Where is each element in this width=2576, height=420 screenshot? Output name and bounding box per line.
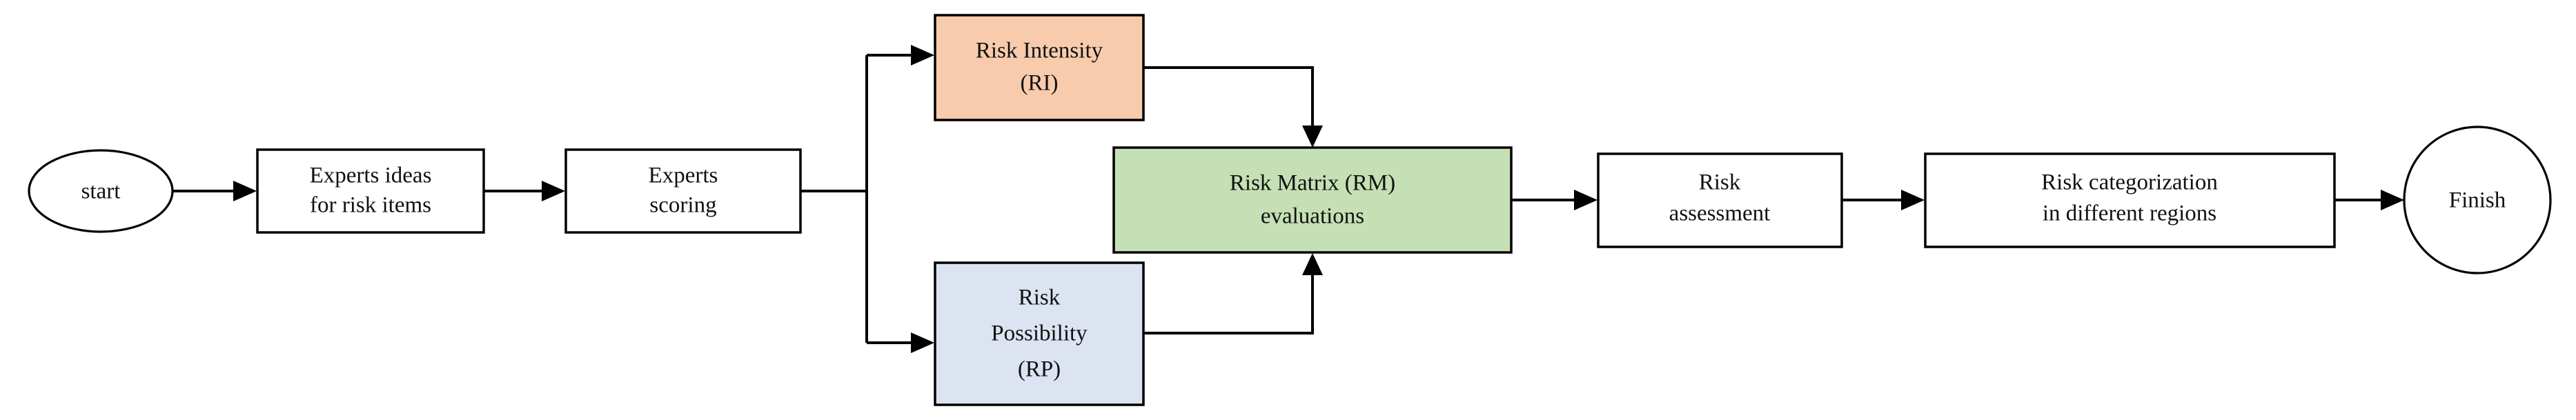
edge-risk-possibility-to-risk-matrix [1143, 253, 1323, 334]
arrowhead-icon [1302, 253, 1323, 275]
edge-experts-scoring-to-risk-intensity [867, 45, 934, 66]
node-finish[interactable]: Finish [2403, 126, 2552, 274]
arrowhead-icon [233, 181, 257, 201]
risk-possibility-box[interactable] [934, 261, 1145, 406]
risk-intensity-box[interactable] [934, 14, 1145, 121]
node-risk-categorization[interactable]: Risk categorization in different regions [1924, 152, 2336, 248]
start-circle[interactable] [28, 149, 174, 233]
node-risk-intensity[interactable]: Risk Intensity (RI) [934, 14, 1145, 121]
start-label: start [81, 179, 121, 204]
experts-ideas-box[interactable] [256, 148, 485, 234]
arrowhead-icon [1302, 126, 1323, 148]
edge-experts-scoring-branch [800, 55, 868, 343]
experts-ideas-label-line1: Experts ideas [310, 163, 432, 188]
finish-label: Finish [2449, 188, 2506, 213]
arrowhead-icon [1574, 190, 1597, 210]
arrowhead-icon [911, 332, 934, 353]
arrowhead-icon [2381, 190, 2404, 210]
node-risk-possibility[interactable]: Risk Possibility (RP) [934, 261, 1145, 406]
risk-matrix-label-line1: Risk Matrix (RM) [1230, 171, 1395, 196]
risk-possibility-label-line2: Possibility [991, 321, 1088, 346]
edge-risk-categorization-to-finish [2334, 190, 2404, 210]
arrowhead-icon [542, 181, 565, 201]
experts-ideas-label-line2: for risk items [310, 193, 431, 218]
risk-assessment-label-line1: Risk [1699, 170, 1741, 195]
node-experts-scoring[interactable]: Experts scoring [564, 148, 802, 234]
arrowhead-icon [1901, 190, 1925, 210]
risk-categorization-box[interactable] [1924, 152, 2336, 248]
edge-experts-ideas-to-experts-scoring [483, 181, 565, 201]
risk-intensity-label-line1: Risk Intensity [976, 39, 1103, 63]
risk-matrix-label-line2: evaluations [1261, 204, 1364, 229]
edge-layer [172, 45, 2404, 353]
edge-risk-assessment-to-risk-categorization [1842, 190, 1925, 210]
edge-risk-matrix-to-risk-assessment [1511, 190, 1597, 210]
node-layer: start Experts ideas for risk items Exper… [28, 14, 2552, 406]
experts-scoring-box[interactable] [564, 148, 802, 234]
edge-start-to-experts-ideas [172, 181, 257, 201]
risk-categorization-label-line2: in different regions [2043, 201, 2216, 226]
risk-matrix-box[interactable] [1112, 146, 1513, 254]
risk-intensity-label-line2: (RI) [1021, 71, 1059, 96]
risk-assessment-label-line2: assessment [1669, 201, 1771, 226]
risk-possibility-label-line1: Risk [1019, 286, 1061, 310]
risk-categorization-label-line1: Risk categorization [2041, 170, 2218, 195]
node-start[interactable]: start [28, 149, 174, 233]
experts-scoring-label-line2: scoring [649, 193, 716, 218]
edge-line [1143, 66, 1314, 126]
node-risk-assessment[interactable]: Risk assessment [1597, 152, 1843, 248]
edge-risk-intensity-to-risk-matrix [1143, 66, 1323, 148]
risk-assessment-box[interactable] [1597, 152, 1843, 248]
node-risk-matrix[interactable]: Risk Matrix (RM) evaluations [1112, 146, 1513, 254]
edge-experts-scoring-to-risk-possibility [867, 332, 934, 353]
arrowhead-icon [911, 45, 934, 66]
risk-possibility-label-line3: (RP) [1018, 357, 1061, 382]
edge-line [1143, 275, 1314, 334]
finish-circle[interactable] [2403, 126, 2552, 274]
node-experts-ideas[interactable]: Experts ideas for risk items [256, 148, 485, 234]
experts-scoring-label-line1: Experts [649, 163, 718, 188]
